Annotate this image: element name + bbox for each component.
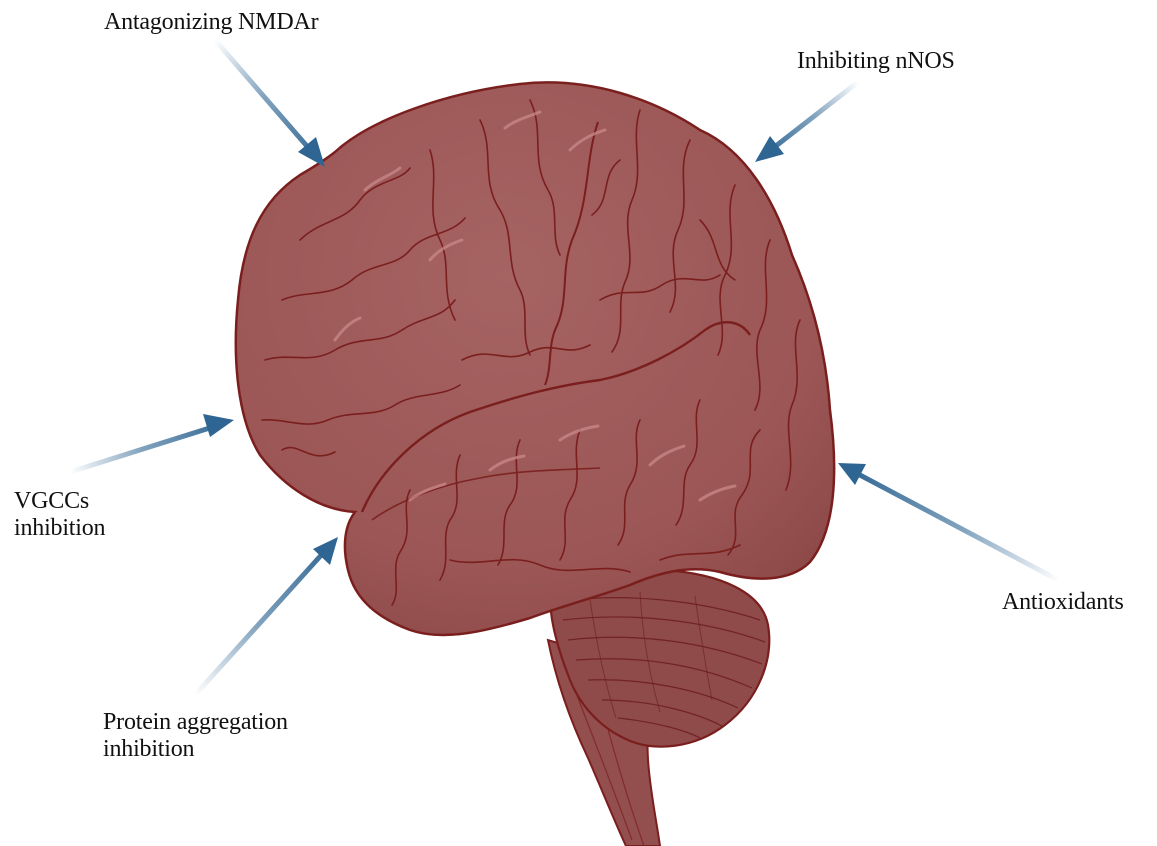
arrow-vgcc [70,414,234,472]
label-line-1: Protein aggregation [103,709,288,736]
arrow-antioxidants [838,463,1062,582]
label-text: Antioxidants [1002,589,1124,616]
label-line-2: inhibition [103,736,288,763]
label-antioxidants: Antioxidants [1002,589,1124,616]
label-protein-aggregation-inhibition: Protein aggregation inhibition [103,709,288,763]
label-line-1: VGCCs [14,488,105,515]
label-inhibiting-nnos: Inhibiting nNOS [797,48,955,75]
label-text: Inhibiting nNOS [797,48,955,75]
label-text: Antagonizing NMDAr [104,9,318,36]
label-antagonizing-nmdar: Antagonizing NMDAr [104,9,318,36]
arrow-nnos [755,82,858,162]
arrow-nmdar [215,40,325,167]
label-vgccs-inhibition: VGCCs inhibition [14,488,105,542]
arrow-protein [195,537,338,695]
label-line-2: inhibition [14,515,105,542]
